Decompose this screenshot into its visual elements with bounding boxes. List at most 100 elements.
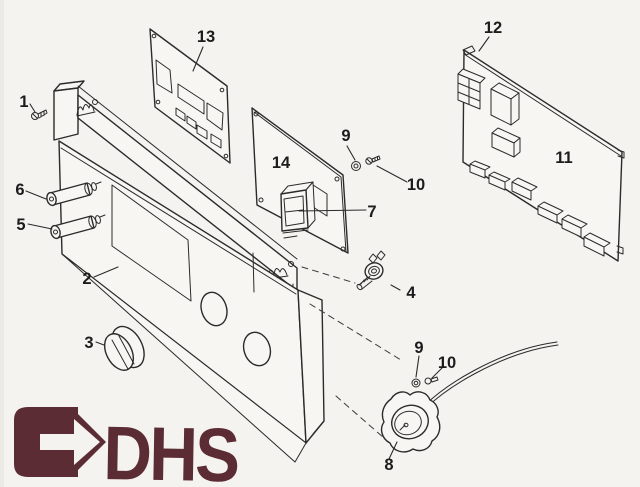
callout-5: 5 <box>16 216 25 234</box>
panel-side-notch <box>312 420 325 435</box>
pot-shaft <box>358 275 373 290</box>
leader-6 <box>25 190 47 200</box>
relay <box>488 171 511 191</box>
rail-hole-left <box>92 99 98 105</box>
part-11-circuit-board <box>457 45 625 262</box>
membrane-key-cutout <box>186 115 197 130</box>
plate-hole <box>340 246 346 252</box>
spacer-cap <box>46 191 57 207</box>
part-2-front-panel <box>53 80 325 463</box>
membrane-hole <box>219 87 225 93</box>
nut <box>351 161 361 171</box>
relay <box>511 177 538 201</box>
callout-1: 1 <box>19 93 28 111</box>
dash-pot <box>301 266 356 284</box>
leader-8 <box>388 441 398 460</box>
capillary-tube <box>424 341 558 406</box>
rail-left-block <box>53 87 79 141</box>
part-3-knob <box>103 325 145 371</box>
plate-hole <box>334 176 340 182</box>
pot-body <box>364 262 384 280</box>
screw-tip <box>95 181 102 185</box>
plate-thickness-line <box>253 111 347 253</box>
screw-tip-head <box>91 182 97 191</box>
knob-pointer-bar <box>111 335 135 370</box>
board-tabs <box>616 149 625 255</box>
gauge-face <box>394 410 422 436</box>
leader-3 <box>95 341 105 346</box>
relay <box>469 160 491 179</box>
part-13-membrane-panel <box>149 28 231 164</box>
callout-8: 8 <box>384 456 393 474</box>
part-6-spacer <box>46 181 102 207</box>
board-edge-line <box>463 53 622 157</box>
screw-head <box>424 377 432 385</box>
spacer-socket <box>53 229 58 235</box>
part-5-spacer <box>50 214 106 240</box>
component-front <box>491 132 515 158</box>
part-4-potentiometer <box>356 250 386 291</box>
dhs-arrow-icon <box>14 407 106 477</box>
leader-9-upper <box>346 145 356 161</box>
part-10-screw-upper <box>365 155 381 165</box>
pot-hub <box>371 268 377 274</box>
leader-7 <box>298 209 367 212</box>
leader-13 <box>192 46 204 72</box>
membrane-outline <box>149 28 231 164</box>
membrane-key-cutout <box>175 107 186 122</box>
relay <box>583 232 611 257</box>
part-10-screw-lower <box>424 376 439 385</box>
membrane-cutout-tall <box>155 59 173 94</box>
nut <box>411 378 421 388</box>
spring-clip-left <box>76 104 96 117</box>
gauge-pointer <box>399 424 406 431</box>
nut-hole <box>353 163 359 169</box>
membrane-cutout-display <box>177 83 205 115</box>
leader-5 <box>27 223 53 230</box>
dash-gauge-upper <box>309 303 402 361</box>
part-9-nut-upper <box>351 161 361 171</box>
screw-shank <box>430 376 439 383</box>
relay <box>561 214 588 238</box>
rail-flange-edge <box>77 85 298 260</box>
leader-10-lower <box>431 366 444 379</box>
part-8-gauge <box>380 341 559 453</box>
pot-ring <box>368 265 380 277</box>
panel-step-line <box>252 252 255 293</box>
membrane-hole <box>151 33 157 39</box>
callout-3: 3 <box>84 334 93 352</box>
alignment-dashes <box>301 266 402 439</box>
membrane-hole <box>223 153 229 159</box>
oval-hole-knob <box>200 291 228 327</box>
window-cutout <box>111 184 192 302</box>
membrane-hole <box>155 99 161 105</box>
leader-2 <box>93 266 119 278</box>
component-side <box>510 92 520 126</box>
callout-6: 6 <box>15 181 24 199</box>
connector-cells <box>457 78 481 105</box>
plate-hole <box>258 197 264 203</box>
nut-hole <box>413 380 419 386</box>
dhs-logo: DHS <box>14 407 238 487</box>
callout-4: 4 <box>406 284 416 302</box>
screw-tip-head <box>95 215 101 224</box>
callout-12: 12 <box>484 19 502 37</box>
callout-10-lower: 10 <box>438 354 456 372</box>
switch-rocker <box>283 195 305 227</box>
screw-shank <box>32 109 48 119</box>
scan-edge-left <box>0 0 4 487</box>
plate-hole <box>253 111 259 117</box>
relay <box>537 201 564 224</box>
callout-2: 2 <box>82 270 91 288</box>
pot-shaft-tip <box>356 283 363 291</box>
capillary-tube-inner <box>425 344 559 409</box>
leader-9-lower <box>415 355 420 378</box>
leader-4 <box>390 284 401 291</box>
callout-9-upper: 9 <box>341 127 350 145</box>
membrane-key-cutout <box>210 133 222 149</box>
leader-1 <box>29 103 36 113</box>
board-corner-tab <box>462 45 476 56</box>
leader-12 <box>478 36 490 52</box>
